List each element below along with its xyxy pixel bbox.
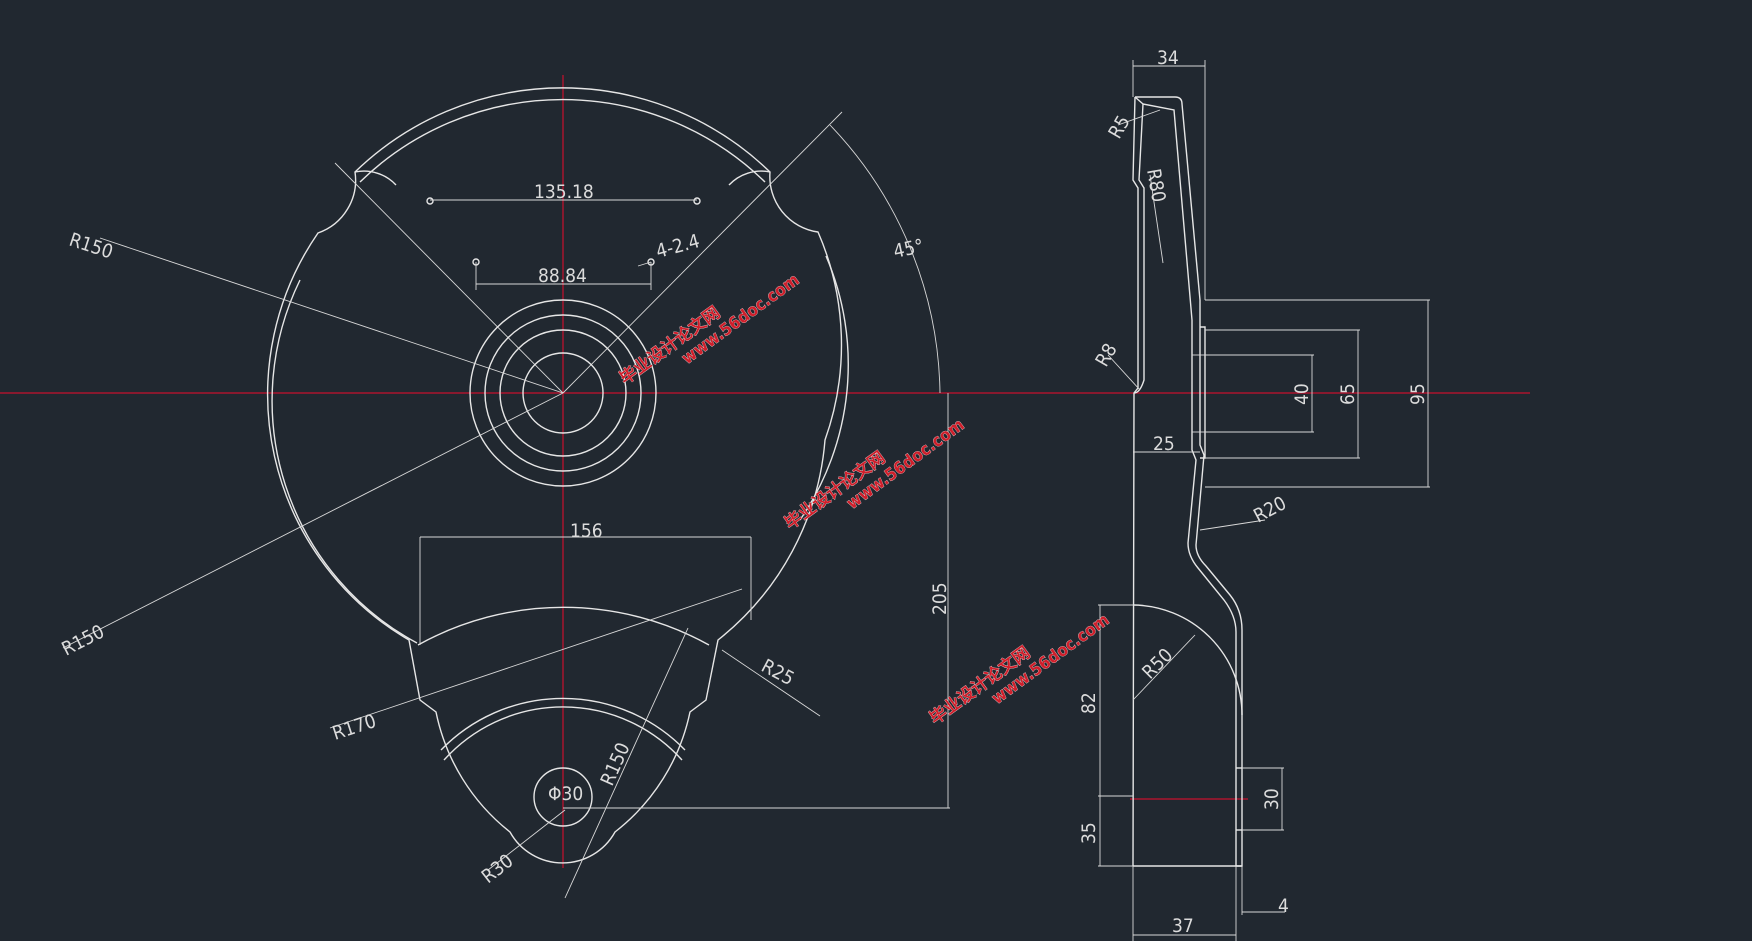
front-dimension-lines [62, 124, 950, 899]
hub-circle-2 [484, 314, 642, 472]
watermark-2: 毕业设计论文网 www.56doc.com [780, 415, 968, 534]
hub-circle-outer [469, 299, 657, 487]
dim-95: 95 [1407, 383, 1429, 405]
dim-82: 82 [1078, 692, 1100, 714]
upper-right-notch [728, 170, 771, 186]
side-profile-top-edge [1134, 96, 1144, 105]
dim-25: 25 [1153, 433, 1175, 455]
side-view: 34 R5 R80 R8 25 40 65 95 R20 R50 82 35 3… [1078, 47, 1430, 941]
dim-205: 205 [929, 582, 951, 615]
dim-65: 65 [1337, 383, 1359, 405]
dim-35: 35 [1078, 822, 1100, 844]
side-profile-outer [1133, 96, 1243, 867]
bottom-hole [533, 767, 593, 827]
dim-r170: R170 [330, 710, 379, 745]
small-hole-2 [693, 197, 701, 205]
watermarks: 毕业设计论文网 www.56doc.com 毕业设计论文网 www.56doc.… [615, 270, 1113, 729]
side-dimension-lines [1098, 60, 1430, 941]
dim-phi30: Φ30 [548, 783, 583, 805]
dim-88-84: 88.84 [538, 265, 587, 287]
front-inner-offset [271, 98, 849, 644]
dim-4: 4 [1278, 895, 1289, 917]
dim-37: 37 [1172, 915, 1194, 937]
dim-r80: R80 [1142, 167, 1170, 204]
dim-156: 156 [570, 520, 603, 542]
centerlines [0, 75, 1530, 868]
dim-r30: R30 [478, 850, 518, 888]
dim-r150-upper: R150 [66, 229, 115, 264]
dim-r150-bottom: R150 [596, 739, 634, 789]
dim-135-18: 135.18 [534, 181, 594, 203]
watermark-1: 毕业设计论文网 www.56doc.com [615, 270, 803, 389]
dim-r8: R8 [1091, 340, 1121, 371]
dim-r5: R5 [1104, 112, 1134, 143]
right-45-line [562, 111, 843, 394]
lower-arc-r170 [417, 606, 710, 646]
side-hub-boss [1200, 326, 1206, 459]
small-hole-1 [426, 197, 434, 205]
left-45-line [334, 162, 564, 394]
dim-40: 40 [1291, 383, 1313, 405]
watermark-3: 毕业设计论文网 www.56doc.com [925, 610, 1113, 729]
dim-r25: R25 [758, 655, 798, 690]
dim-r50: R50 [1138, 644, 1177, 683]
front-outer-contour [267, 87, 843, 864]
dim-holes: 4-2.4 [654, 230, 702, 263]
lower-arc-inner [443, 706, 683, 761]
lower-arc-r150 [440, 697, 686, 751]
hub-circle-3 [499, 329, 627, 457]
dim-34: 34 [1157, 47, 1179, 69]
dim-r20: R20 [1250, 492, 1290, 527]
dim-r150-lower: R150 [58, 621, 108, 661]
side-lower-arc [1132, 604, 1243, 716]
dim-angle-45: 45° [891, 235, 925, 263]
upper-left-notch [354, 170, 397, 186]
side-profile-front-face [1132, 96, 1139, 867]
hub-circle-inner [522, 352, 604, 434]
dim-30: 30 [1261, 788, 1283, 810]
